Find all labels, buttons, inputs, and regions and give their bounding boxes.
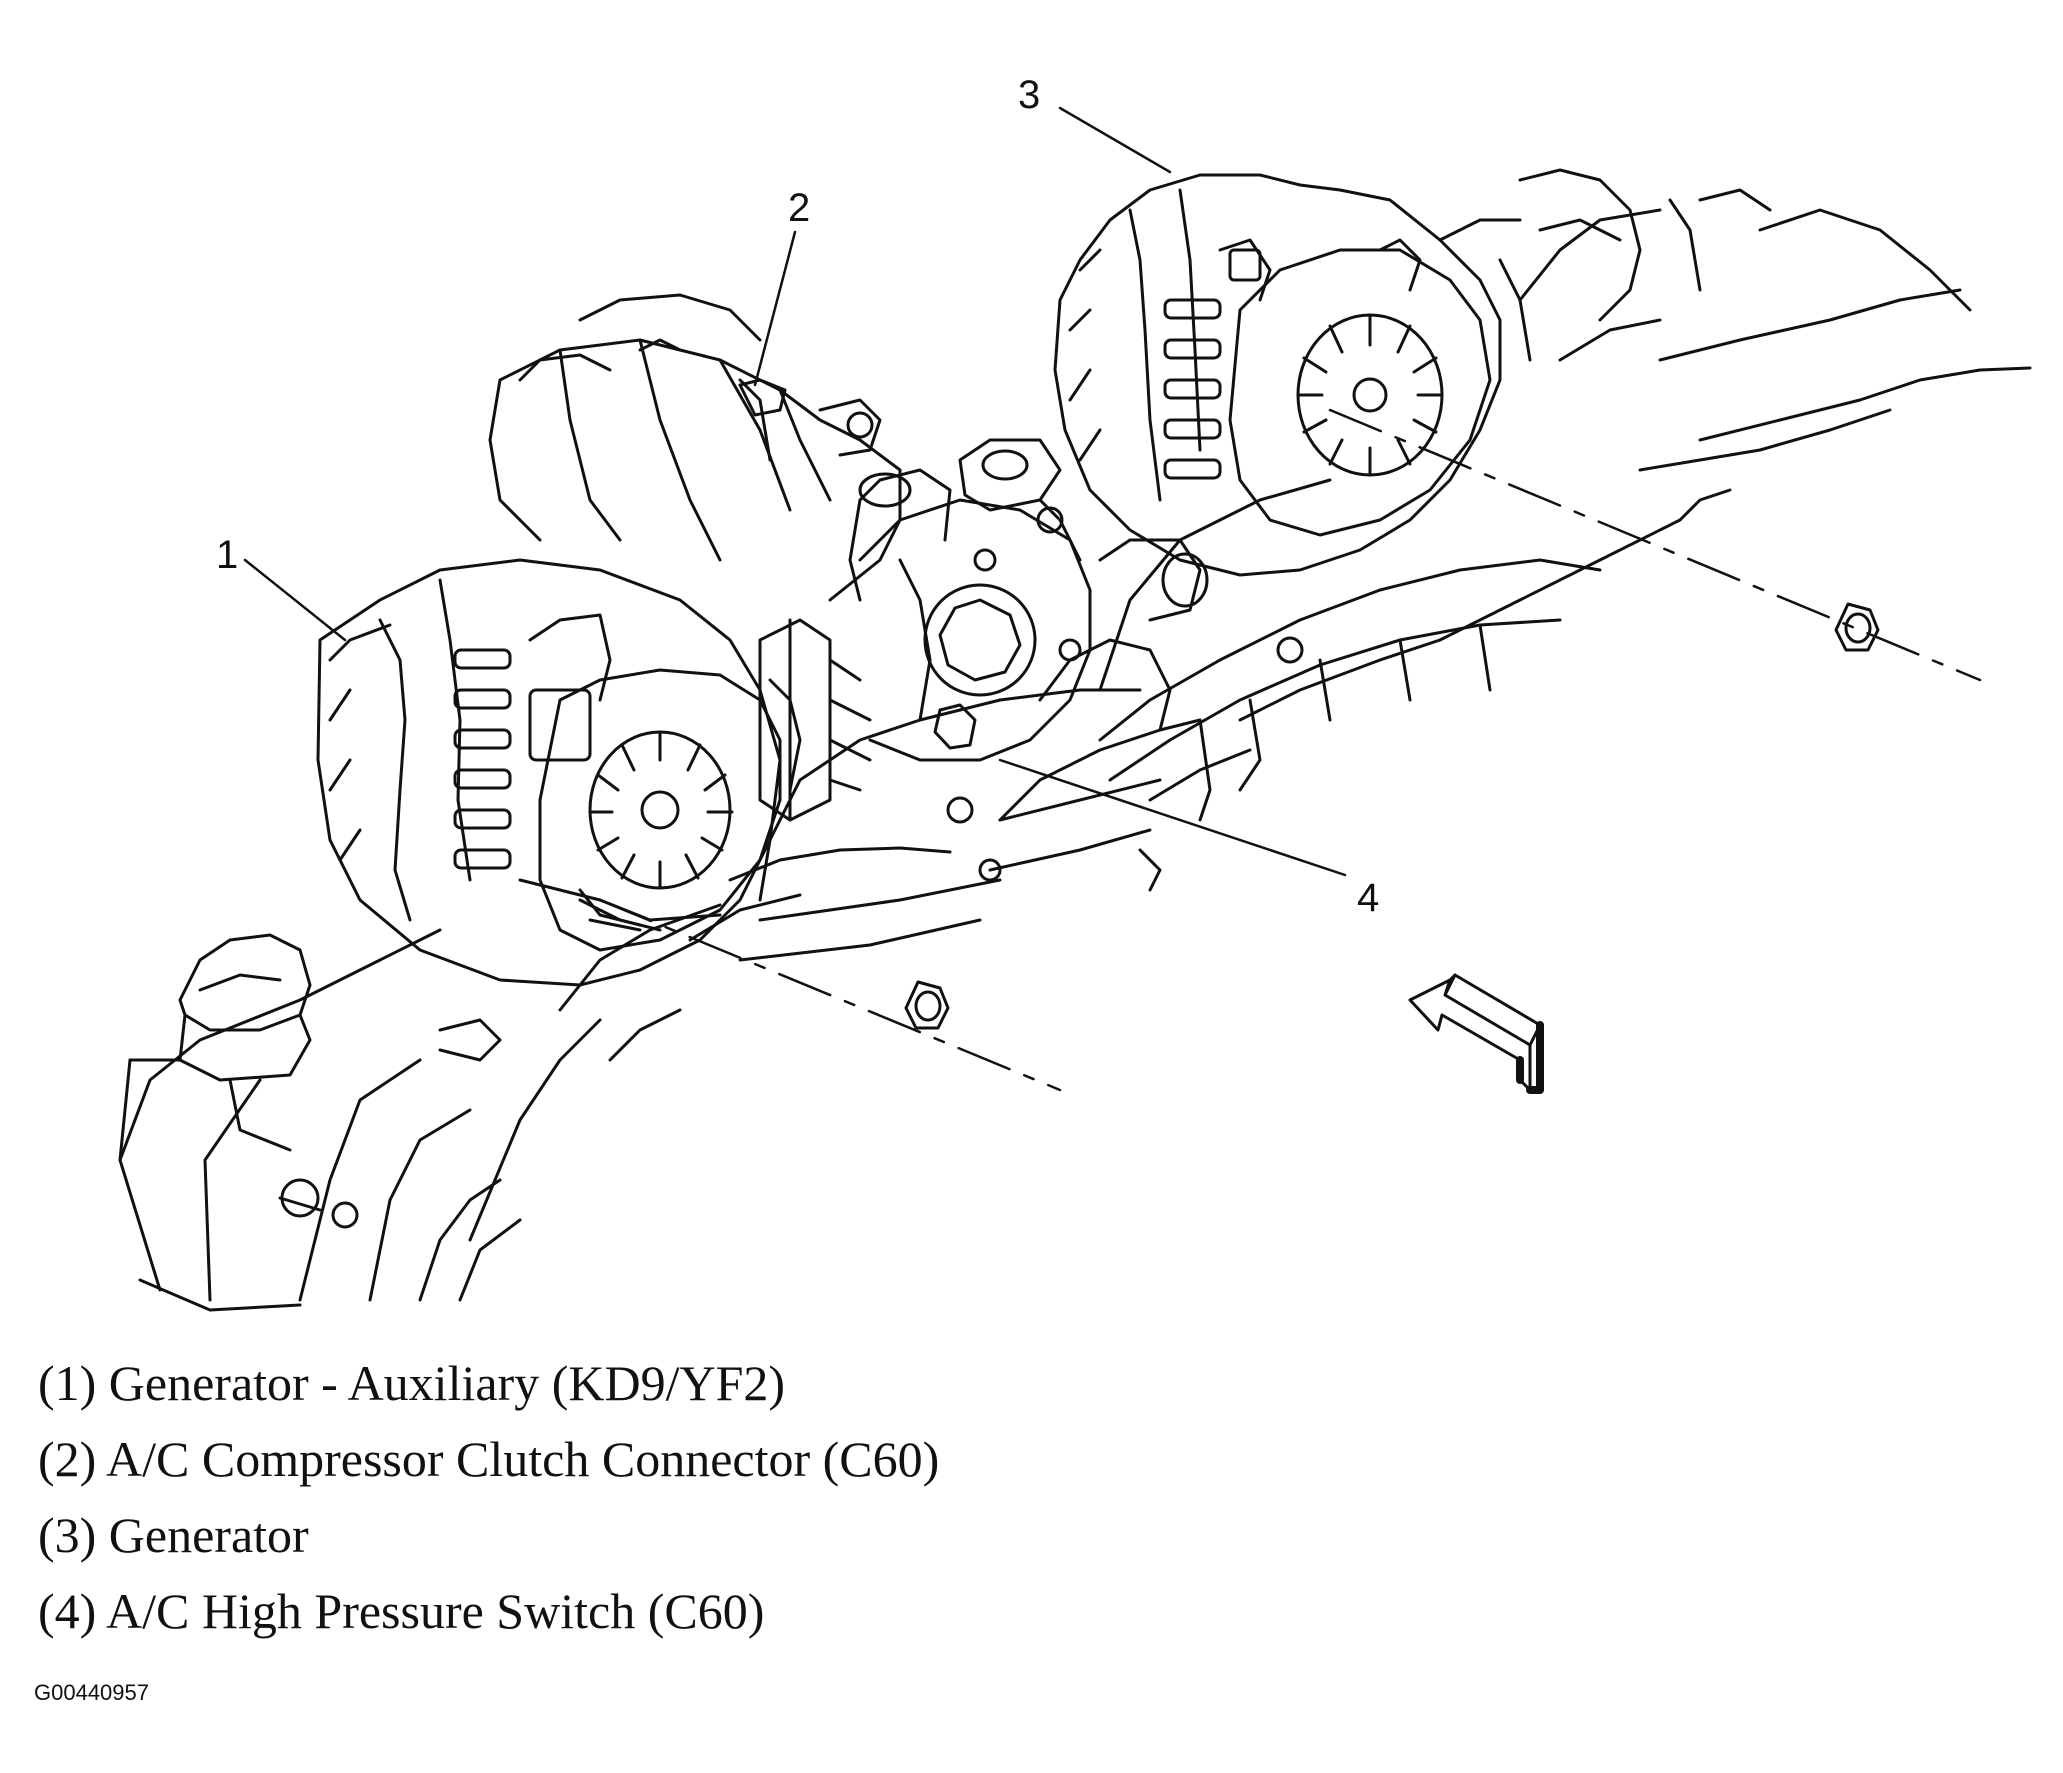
wiring-harness: [738, 538, 1602, 962]
auxiliary-generator-fan: [538, 668, 802, 952]
view-direction-arrow-icon: [1408, 973, 1544, 1094]
legend-item-1: (1) Generator - Auxiliary (KD9/YF2): [38, 1355, 786, 1411]
leader-3: [1058, 106, 1172, 174]
leader-4: [998, 758, 1347, 877]
generator-fan: [1228, 248, 1492, 537]
leader-1: [243, 558, 347, 642]
engine-block-outline: [118, 168, 2032, 1312]
callout-4: 4: [1357, 876, 1380, 920]
callout-3: 3: [1018, 73, 1041, 117]
generator-nut: [1834, 602, 1880, 652]
legend-item-2: (2) A/C Compressor Clutch Connector (C60…: [38, 1431, 940, 1487]
leader-2: [753, 230, 797, 387]
legend-item-3: (3) Generator: [38, 1507, 309, 1563]
legend-item-4: (4) A/C High Pressure Switch (C60): [38, 1583, 765, 1639]
callout-leaders: [243, 106, 1347, 877]
ac-compressor: [488, 293, 1092, 824]
auxiliary-generator: [316, 558, 782, 987]
coolant-reservoir: [118, 933, 502, 1292]
figure-id: G00440957: [34, 1680, 149, 1705]
callout-1: 1: [216, 533, 239, 577]
generator: [1053, 173, 1502, 577]
fastener-centerlines: [598, 408, 1982, 1092]
callout-2: 2: [788, 186, 811, 230]
legend: (1) Generator - Auxiliary (KD9/YF2) (2) …: [38, 1345, 939, 1649]
auxiliary-generator-nut: [904, 980, 950, 1030]
